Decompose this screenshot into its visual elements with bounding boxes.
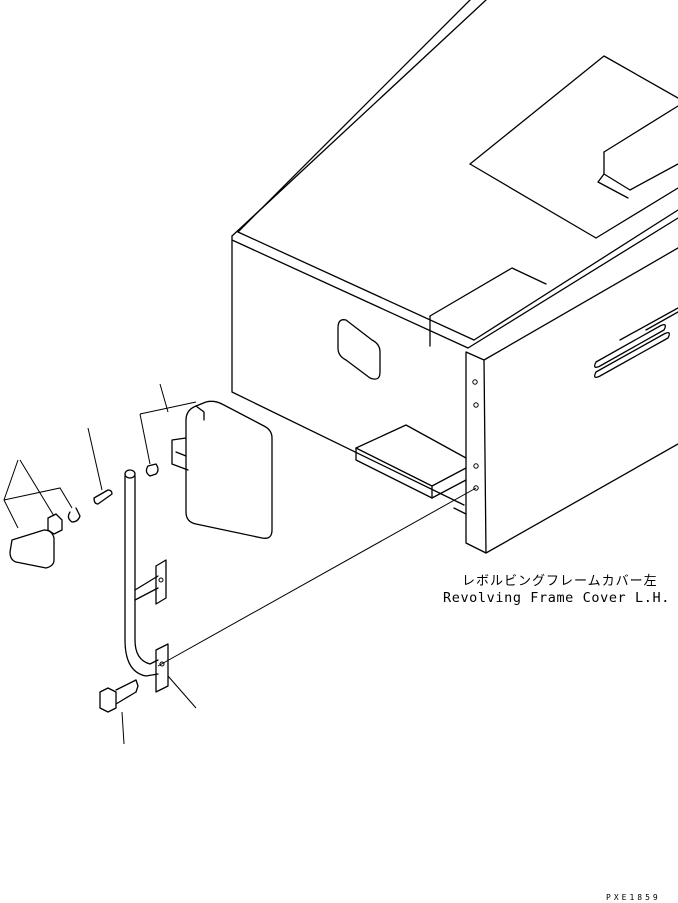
bolt (99, 679, 139, 713)
handrail (124, 469, 169, 693)
callout-label-japanese: レボルビングフレームカバー左 (462, 574, 658, 589)
step-cover (171, 400, 273, 539)
callout-label-english: Revolving Frame Cover L.H. (443, 590, 670, 606)
drawing-code: PXE1859 (606, 893, 661, 902)
revolving-frame-cover (231, 0, 678, 554)
small-parts (9, 463, 159, 569)
leader-lines (3, 383, 477, 745)
